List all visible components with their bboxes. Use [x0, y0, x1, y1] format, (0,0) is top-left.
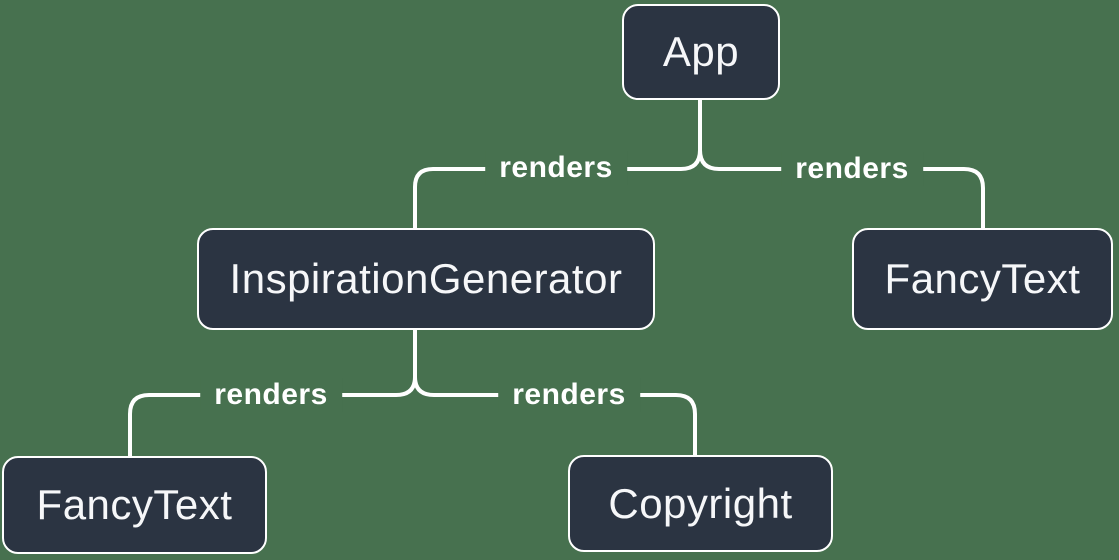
- edge-label-renders-inspirationgenerator-copyright: renders: [498, 378, 640, 412]
- tree-node-app: App: [622, 4, 780, 100]
- edge-label-renders-inspirationgenerator-fancytext: renders: [200, 378, 342, 412]
- tree-node-fancy-text-top: FancyText: [852, 228, 1113, 330]
- edge-label-renders-app-fancytext: renders: [781, 152, 923, 186]
- tree-node-copyright: Copyright: [568, 455, 833, 552]
- edge-label-renders-app-inspirationgenerator: renders: [485, 151, 627, 185]
- tree-node-fancy-text-bottom: FancyText: [2, 456, 267, 554]
- tree-node-inspiration-generator: InspirationGenerator: [197, 228, 655, 330]
